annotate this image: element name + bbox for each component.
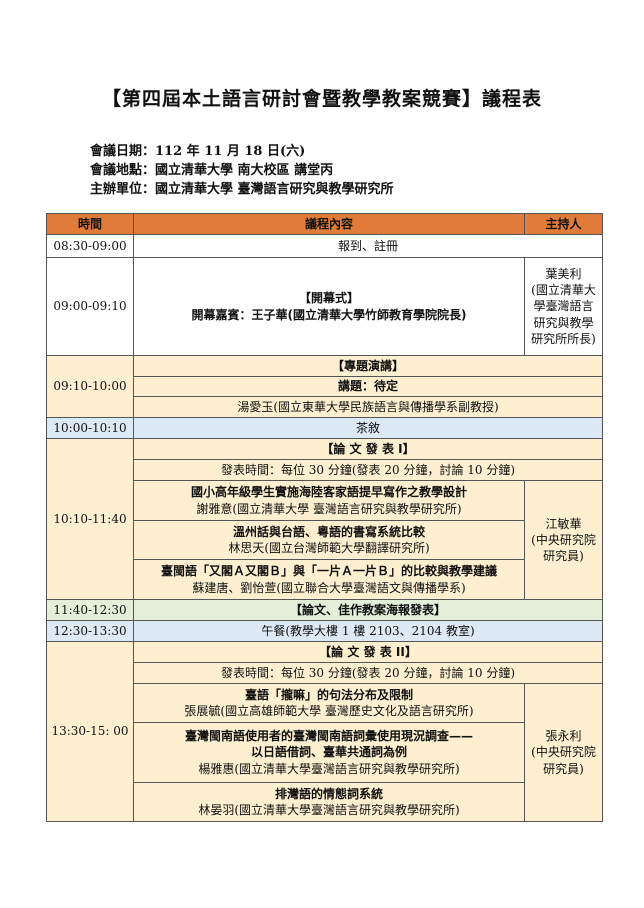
paper-title: 臺閩語「又閣Ａ又閣Ｂ」與「一片Ａ一片Ｂ」的比較與教學建議 [160,564,497,579]
paper-author: 林思天(國立台灣師範大學翻譯研究所) [228,541,430,555]
session-title: 【論 文 發 表 I】 [133,438,603,460]
organizer-label: 主辦單位： [90,182,156,197]
organizer-value: 國立清華大學 臺灣語言研究與教學研究所 [155,182,394,197]
table-header-row: 時間 議程內容 主持人 [46,213,603,235]
content-cell: 【開幕式】 開幕嘉賓：王子華(國立清華大學竹師教育學院院長) [133,257,525,356]
time-cell: 09:10-10:00 [46,355,134,418]
content-cell: 茶敘 [133,417,603,439]
paper-author: 林晏羽(國立清華大學臺灣語言研究與教學研究所) [198,803,460,817]
host-line: 研究員) [543,549,584,564]
time-cell: 10:00-10:10 [46,417,134,439]
date-label: 會議日期： [90,144,156,159]
meeting-organizer: 主辦單位：國立清華大學 臺灣語言研究與教學研究所 [90,178,394,197]
table-row: 發表時間：每位 30 分鐘(發表 20 分鐘，討論 10 分鐘) [47,459,603,481]
meeting-date: 會議日期：112 年 11 月 18 日(六) [90,140,305,159]
paper-cell: 溫州話與台語、粵語的書寫系統比較 林思天(國立台灣師範大學翻譯研究所) [133,520,525,560]
agenda-table: 時間 議程內容 主持人 08:30-09:00 報到、註冊 09:00-09:1… [46,213,603,822]
table-row: 溫州話與台語、粵語的書寫系統比較 林思天(國立台灣師範大學翻譯研究所) [47,520,603,560]
paper-author: 楊雅惠(國立清華大學臺灣語言研究與教學研究所) [198,761,460,776]
host-line: (國立清華大 [531,283,596,298]
time-cell: 10:10-11:40 [46,438,134,600]
paper-title: 溫州話與台語、粵語的書寫系統比較 [232,524,425,539]
header-host: 主持人 [524,213,603,235]
table-row: 臺閩語「又閣Ａ又閣Ｂ」與「一片Ａ一片Ｂ」的比較與教學建議 蘇建唐、劉怡萱(國立聯… [47,559,603,600]
session-title: 【論 文 發 表 II】 [133,641,603,663]
session-rule: 發表時間：每位 30 分鐘(發表 20 分鐘，討論 10 分鐘) [133,662,603,684]
host-line: 研究所所長) [531,331,596,346]
table-row: 09:00-09:10 【開幕式】 開幕嘉賓：王子華(國立清華大學竹師教育學院院… [46,257,603,356]
table-row: 10:10-11:40 【論 文 發 表 I】 [46,438,603,600]
table-row: 發表時間：每位 30 分鐘(發表 20 分鐘，討論 10 分鐘) [47,662,603,684]
paper-author: 張展毓(國立高雄師範大學 臺灣歷史文化及語言研究所) [184,704,474,718]
host-line: 葉美利 [545,267,582,282]
table-row: 講題：待定 [47,376,603,397]
paper-title: 國小高年級學生實施海陸客家語提早寫作之教學設計 [190,485,467,500]
venue-label: 會議地點： [90,163,156,178]
table-row: 09:10-10:00 【專題演講】 [46,355,603,418]
paper-cell: 臺閩語「又閣Ａ又閣Ｂ」與「一片Ａ一片Ｂ」的比較與教學建議 蘇建唐、劉怡萱(國立聯… [133,559,525,600]
host-cell: 葉美利 (國立清華大 學臺灣語言 研究與教學 研究所所長) [524,257,603,356]
table-row: 12:30-13:30 午餐(教學大樓 1 樓 2103、2104 教室) [46,620,603,642]
content-cell: 午餐(教學大樓 1 樓 2103、2104 教室) [133,620,603,642]
keynote-speaker: 湯愛玉(國立東華大學民族語言與傳播學系副教授) [133,396,603,418]
header-time: 時間 [46,213,134,235]
paper-cell: 臺語「攏嘛」的句法分布及限制 張展毓(國立高雄師範大學 臺灣歷史文化及語言研究所… [133,683,525,723]
table-row: 11:40-12:30 【論文、佳作教案海報發表】 [46,599,603,621]
date-value: 112 年 11 月 18 日(六) [155,144,306,159]
host-line: 張永利 [545,729,582,744]
session-rule: 發表時間：每位 30 分鐘(發表 20 分鐘，討論 10 分鐘) [133,459,603,481]
paper-title: 臺灣閩南語使用者的臺灣閩南語詞彙使用現況調查—— [184,729,473,744]
time-cell: 12:30-13:30 [46,620,134,642]
page-title: 【第四屆本土語言研討會暨教學教案競賽】議程表 [101,88,542,110]
host-cell: 張永利 (中央研究院 研究員) [524,683,603,822]
opening-guest: 開幕嘉賓：王子華(國立清華大學竹師教育學院院長) [191,307,467,322]
table-row: 10:00-10:10 茶敘 [46,417,603,439]
paper-cell: 排灣語的情態詞系統 林晏羽(國立清華大學臺灣語言研究與教學研究所) [133,782,525,822]
table-row: 湯愛玉(國立東華大學民族語言與傳播學系副教授) [47,396,603,418]
table-row: 08:30-09:00 報到、註冊 [46,234,603,258]
paper-author: 謝雅意(國立清華大學 臺灣語言研究與教學研究所) [196,501,462,516]
paper-title: 臺語「攏嘛」的句法分布及限制 [244,687,413,702]
paper-cell: 國小高年級學生實施海陸客家語提早寫作之教學設計 謝雅意(國立清華大學 臺灣語言研… [133,480,525,521]
host-line: (中央研究院 [531,532,596,547]
table-row: 排灣語的情態詞系統 林晏羽(國立清華大學臺灣語言研究與教學研究所) [47,782,603,822]
host-line: (中央研究院 [531,745,596,760]
table-row: 臺語「攏嘛」的句法分布及限制 張展毓(國立高雄師範大學 臺灣歷史文化及語言研究所… [47,683,603,822]
keynote-topic: 講題：待定 [133,376,603,397]
paper-author: 蘇建唐、劉怡萱(國立聯合大學臺灣語文與傳播學系) [192,580,466,595]
header-content: 議程內容 [133,213,525,235]
time-cell: 08:30-09:00 [46,234,134,258]
paper-title: 排灣語的情態詞系統 [274,786,383,801]
host-line: 江敏華 [545,516,582,531]
paper-cell: 臺灣閩南語使用者的臺灣閩南語詞彙使用現況調查—— 以日語借詞、臺華共通詞為例 楊… [133,722,525,783]
opening-title: 【開幕式】 [298,291,359,306]
time-cell: 09:00-09:10 [46,257,134,356]
host-cell: 江敏華 (中央研究院 研究員) [524,480,603,600]
content-cell: 【論文、佳作教案海報發表】 [133,599,603,621]
host-line: 研究與教學 [533,315,594,330]
time-cell: 13:30-15: 00 [46,641,134,822]
content-cell: 報到、註冊 [133,234,603,258]
table-row: 13:30-15: 00 【論 文 發 表 II】 [46,641,603,822]
keynote-title: 【專題演講】 [133,355,603,377]
venue-value: 國立清華大學 南大校區 講堂丙 [155,163,334,178]
time-cell: 11:40-12:30 [46,599,134,621]
host-line: 學臺灣語言 [533,299,594,314]
paper-title-line2: 以日語借詞、臺華共通詞為例 [250,745,407,760]
host-line: 研究員) [543,761,584,776]
table-row: 臺灣閩南語使用者的臺灣閩南語詞彙使用現況調查—— 以日語借詞、臺華共通詞為例 楊… [47,722,603,783]
meeting-venue: 會議地點：國立清華大學 南大校區 講堂丙 [90,159,333,178]
